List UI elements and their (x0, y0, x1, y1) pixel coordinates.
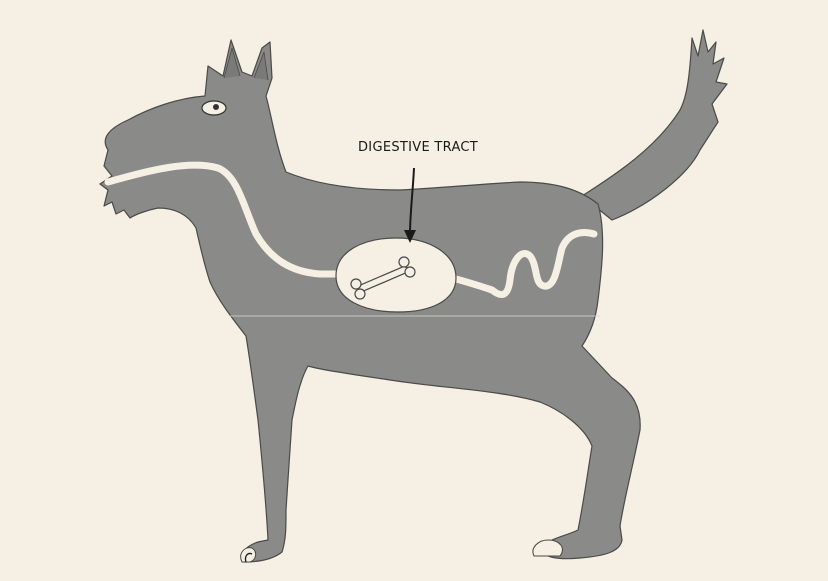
dog-paw (240, 547, 257, 563)
esophagus (104, 161, 342, 278)
dog-tail (581, 29, 728, 221)
callout-label: DIGESTIVE TRACT (358, 140, 478, 155)
callout: DIGESTIVE TRACT (358, 140, 478, 243)
dog-eye (201, 100, 227, 116)
intestine (448, 229, 598, 299)
digestive-tract (104, 161, 598, 299)
dog-ear (223, 47, 241, 79)
callout-arrow (409, 167, 415, 235)
dog-paw (532, 539, 563, 557)
scribble-mark (244, 552, 253, 563)
bone-icon (350, 256, 416, 300)
arrowhead-icon (404, 230, 416, 243)
dog-ear (253, 51, 269, 81)
